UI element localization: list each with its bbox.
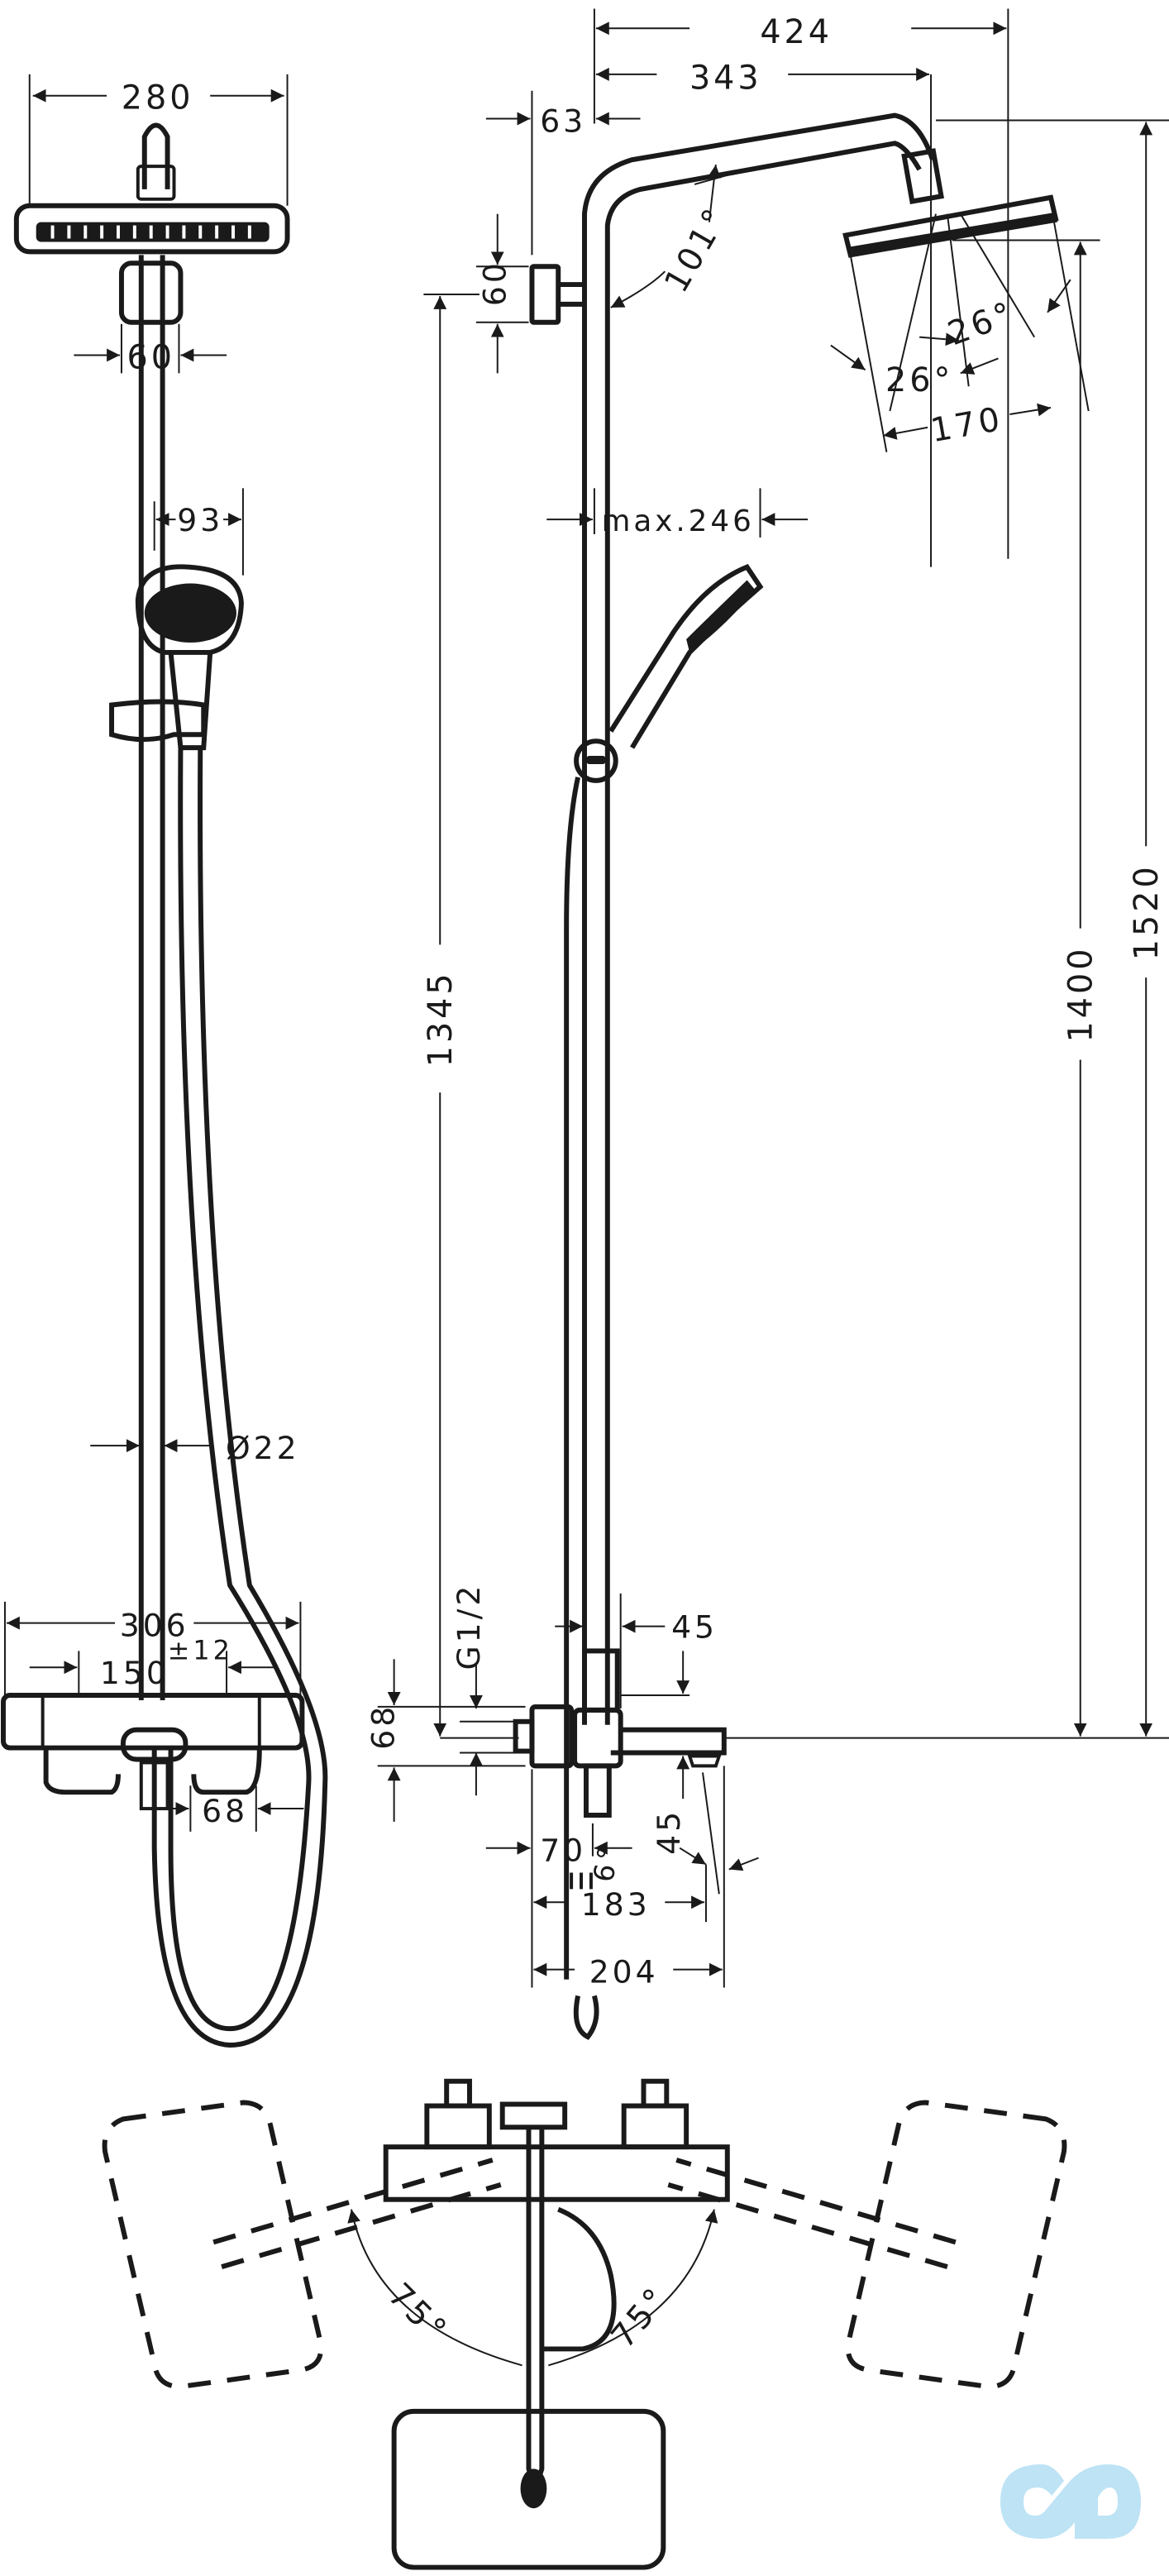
dim-label-183: 183 — [581, 1886, 651, 1923]
dim-label-75-degrees-left: 75° — [380, 2276, 456, 2351]
dim-label-70: 70 — [540, 1833, 586, 1869]
handle-top — [542, 2206, 617, 2352]
swivel-ghost-right — [845, 2100, 1067, 2390]
dim-height-total: 1520 — [935, 119, 1169, 1737]
dim-label-63: 63 — [540, 103, 586, 139]
dim-arm-angle: 101° — [610, 164, 737, 308]
shower-arm-inner — [604, 141, 922, 1725]
overhead-shower-front — [13, 203, 290, 255]
dim-label-280: 280 — [122, 79, 194, 117]
dim-label-68-front: 68 — [202, 1793, 248, 1829]
dim-label-1520: 1520 — [1128, 863, 1166, 960]
dim-wall-bracket-depth: 63 — [485, 90, 641, 256]
dim-label-1400: 1400 — [1062, 946, 1100, 1043]
top-view: 75° 75° — [102, 2078, 1067, 2570]
hose-connector — [574, 738, 618, 783]
dim-label-68-side: 68 — [365, 1704, 402, 1750]
side-view: 424 343 63 60 — [365, 8, 1169, 2040]
dim-label-g-half-thread: G1/2 — [451, 1583, 487, 1670]
dim-label-424: 424 — [760, 13, 833, 51]
dim-label-101-degrees: 101° — [657, 200, 737, 299]
shower-hose-inner — [151, 748, 328, 2048]
dim-mixer-height: 68 — [365, 1659, 526, 1822]
thermostat-side — [513, 1648, 727, 1818]
dim-label-93: 93 — [177, 502, 223, 538]
dim-connection-spacing: 150 ±12 — [29, 1636, 276, 1698]
hand-shower-side — [574, 564, 764, 783]
dim-label-204: 204 — [589, 1954, 659, 1991]
dim-head-diameter-side: 170 — [883, 400, 1052, 451]
dim-label-60-front: 60 — [126, 338, 174, 376]
rail-slider — [109, 699, 207, 743]
shower-hose-side — [564, 777, 580, 1980]
dim-arm-reach-center: 343 — [595, 60, 933, 567]
dim-label-45-bottom: 45 — [651, 1809, 687, 1855]
dim-head-width: 280 — [28, 74, 289, 206]
dim-spout-reach-inner: 183 — [533, 1864, 707, 1923]
dim-label-max-246: max.246 — [602, 504, 755, 538]
dim-arm-reach-total: 424 — [593, 8, 1009, 559]
bathtub-outline — [391, 2408, 666, 2570]
spray-angle-lines — [849, 213, 1090, 452]
head-connector — [141, 122, 170, 189]
dim-label-60-side: 60 — [477, 260, 513, 306]
dim-label-diameter-22: Ø22 — [226, 1430, 300, 1466]
thermostat-top — [383, 2078, 730, 2202]
spout-top — [526, 2127, 545, 2483]
dim-label-45-top: 45 — [671, 1609, 718, 1646]
swivel-ghost-left — [102, 2100, 324, 2390]
dim-handshower-width: 93 — [153, 488, 244, 576]
dim-spout-reach-total: 204 — [533, 1766, 725, 1991]
thermostat-front — [0, 1693, 305, 1811]
front-view: 280 60 — [0, 74, 328, 2048]
dim-label-170: 170 — [928, 400, 1005, 451]
dim-rail-diameter: Ø22 — [90, 1430, 300, 1466]
watermark-logo-icon — [1000, 2464, 1141, 2539]
dim-spout-offset-top: 45 — [555, 1593, 718, 1799]
dim-handshower-reach: max.246 — [546, 488, 809, 538]
swivel-arc-left — [347, 2209, 522, 2367]
arm-bracket — [118, 260, 184, 325]
dim-wall-bracket-height: 60 — [475, 213, 529, 374]
shower-arm-outer — [582, 112, 935, 1725]
dim-label-1345: 1345 — [422, 970, 460, 1067]
dim-height-bracket: 1345 — [422, 294, 480, 1737]
dim-height-head: 1400 — [952, 239, 1100, 1737]
dim-thermostat-width: 306 — [3, 1601, 302, 1700]
shower-hose-outer — [168, 748, 312, 2032]
dim-bracket-width: 60 — [74, 323, 227, 376]
dim-label-26-degrees-lower: 26° — [885, 361, 953, 399]
dim-label-343: 343 — [689, 60, 762, 98]
dim-label-150: 150 — [100, 1655, 169, 1691]
overhead-shower-side — [842, 148, 1059, 258]
swivel-arc-right — [548, 2209, 718, 2367]
dim-outlet-offset: 68 — [160, 1785, 304, 1832]
wall-bracket — [529, 264, 561, 325]
dim-wall-to-axis: 70 — [485, 1769, 632, 1988]
dim-label-tolerance: ±12 — [168, 1636, 233, 1666]
hand-shower-front — [135, 564, 244, 751]
dim-label-306: 306 — [120, 1608, 189, 1644]
